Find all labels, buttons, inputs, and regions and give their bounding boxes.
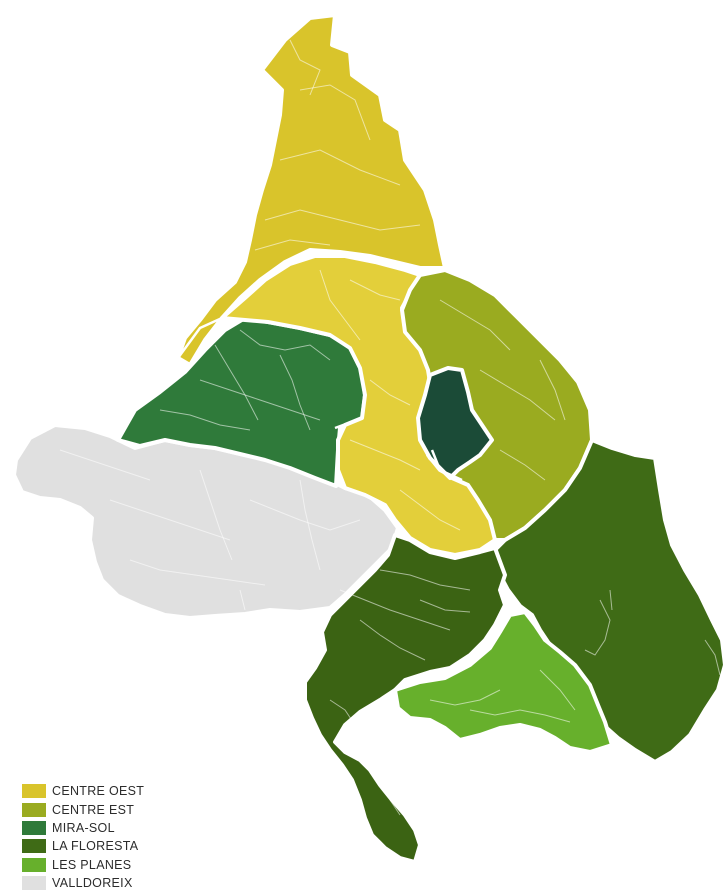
district-la-floresta-west[interactable]: [303, 533, 507, 864]
legend-item-mira-sol: MIRA-SOL: [22, 819, 222, 837]
district-centre-oest-north[interactable]: [176, 13, 447, 367]
legend-label: LA FLORESTA: [52, 839, 139, 854]
legend-item-centre-est: CENTRE EST: [22, 800, 222, 818]
legend-item-les-planes: LES PLANES: [22, 856, 222, 874]
legend-swatch: [22, 802, 46, 817]
legend-label: MIRA-SOL: [52, 820, 115, 835]
legend-label: LES PLANES: [52, 857, 132, 872]
street-network: [59, 39, 721, 816]
legend-label: CENTRE EST: [52, 802, 135, 817]
legend-item-valldoreix: VALLDOREIX: [22, 874, 222, 892]
legend-swatch: [22, 820, 46, 835]
legend-label: VALLDOREIX: [52, 876, 133, 891]
legend-swatch: [22, 876, 46, 891]
legend-item-centre-oest: CENTRE OEST: [22, 782, 222, 800]
district-les-planes[interactable]: [393, 610, 614, 754]
legend-swatch: [22, 784, 46, 799]
district-centre-core[interactable]: [416, 366, 494, 480]
legend-swatch: [22, 857, 46, 872]
legend-label: CENTRE OEST: [52, 784, 145, 799]
legend-swatch: [22, 839, 46, 854]
map-legend: CENTRE OEST CENTRE EST MIRA-SOL LA FLORE…: [22, 782, 222, 892]
legend-item-la-floresta: LA FLORESTA: [22, 837, 222, 855]
